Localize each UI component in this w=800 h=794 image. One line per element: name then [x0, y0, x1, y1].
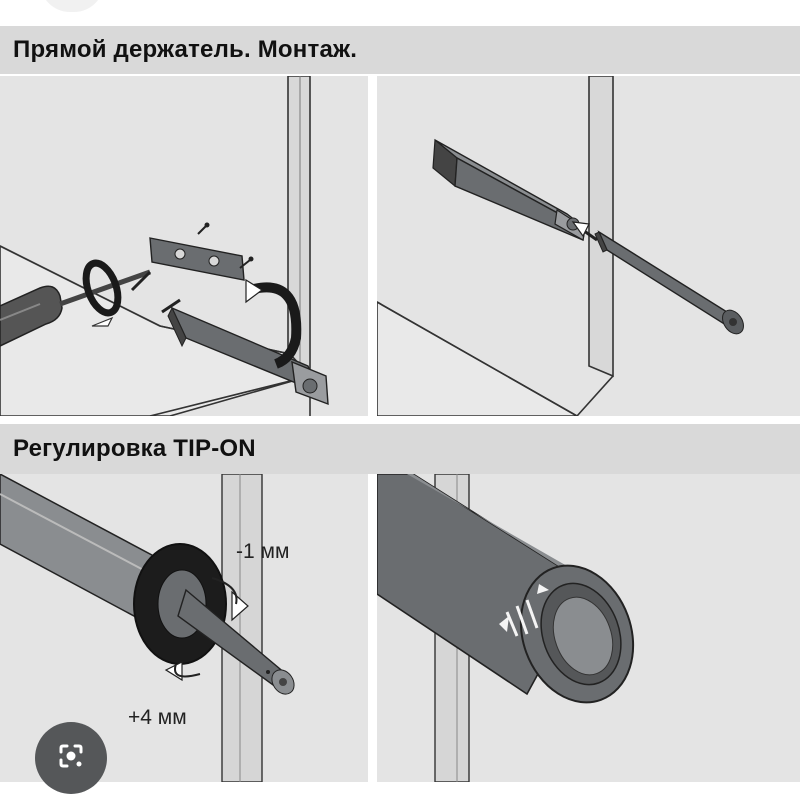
illustration-adjustment-closeup: [377, 474, 635, 782]
illustration-adjustment-ring: -1 мм +4 мм: [0, 474, 295, 782]
section-title-mounting: Прямой держатель. Монтаж.: [0, 26, 800, 74]
minus-label: -1 мм: [236, 540, 289, 563]
google-lens-icon: [59, 744, 83, 768]
top-strip: [0, 0, 800, 26]
section-title-adjustment: Регулировка TIP-ON: [0, 424, 800, 474]
plus-label: +4 мм: [128, 706, 187, 729]
panel-mounting-insert: [377, 76, 800, 416]
illustration-mounting-insert: [377, 76, 744, 416]
google-lens-button[interactable]: [35, 722, 107, 794]
panel-mounting-screwdriver: [0, 76, 368, 416]
top-chip: [40, 0, 104, 12]
illustration-mounting-screwdriver: [0, 76, 329, 416]
adjust-marks-icon: [505, 599, 539, 637]
panel-adjustment-closeup: [377, 474, 800, 782]
